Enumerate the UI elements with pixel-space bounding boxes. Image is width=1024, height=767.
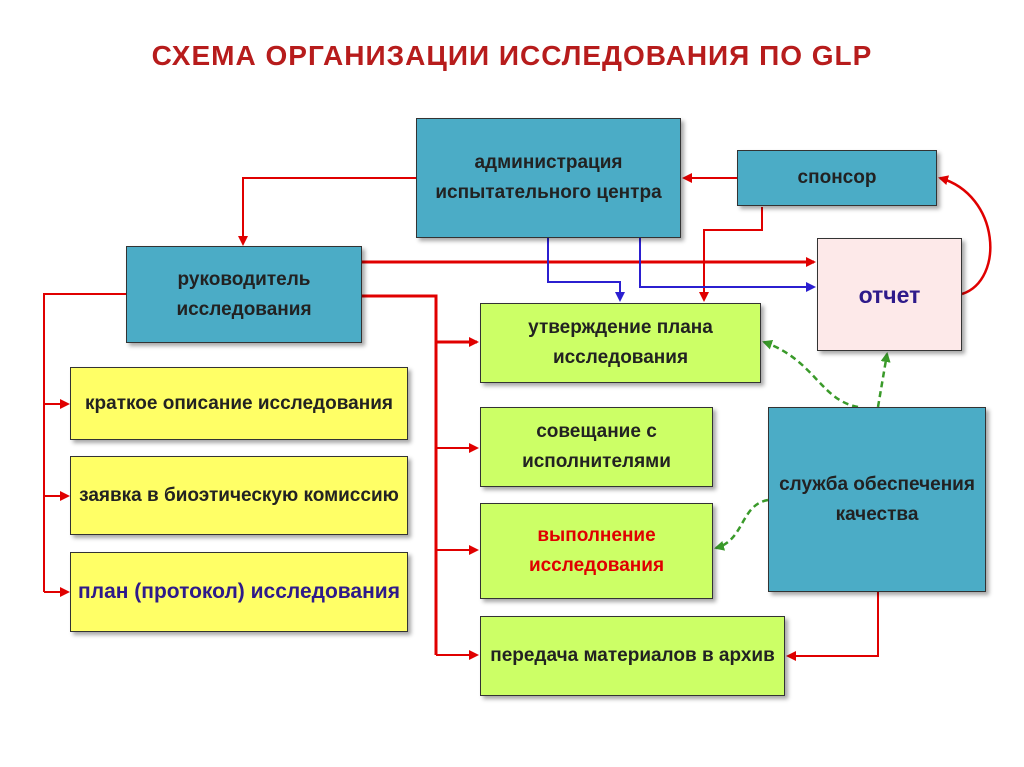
node-report: отчет <box>817 238 962 351</box>
node-head-label: руководитель исследования <box>176 268 312 320</box>
node-execution: выполнение исследования <box>480 503 713 599</box>
arrow-qa-to-report <box>876 352 891 408</box>
node-summary-label: краткое описание исследования <box>85 392 393 414</box>
node-archive-label: передача материалов в архив <box>490 645 775 666</box>
node-meeting: совещание с исполнителями <box>480 407 713 487</box>
node-qa: служба обеспечения качества <box>768 407 986 592</box>
arrow-qa-to-approval <box>762 339 859 409</box>
diagram-title: СХЕМА ОРГАНИЗАЦИИ ИССЛЕДОВАНИЯ ПО GLP <box>151 40 873 71</box>
arrow-admin-to-approval <box>547 238 625 302</box>
node-protocol-label: план (протокол) исследования <box>78 580 400 603</box>
node-admin-label: администрация испытательного центра <box>435 152 662 203</box>
arrow-qa-to-execution <box>714 498 769 551</box>
arrow-qa-to-archive <box>786 592 879 661</box>
arrow-sponsor-to-approval <box>699 207 763 302</box>
node-report-label: отчет <box>858 281 921 308</box>
node-summary: краткое описание исследования <box>70 367 408 440</box>
node-meeting-label: совещание с исполнителями <box>522 421 671 472</box>
arrow-head-branch-left <box>43 293 126 592</box>
node-bioethics: заявка в биоэтическую комиссию <box>70 456 408 535</box>
node-approval-label: утверждение плана исследования <box>528 317 713 368</box>
node-protocol: план (протокол) исследования <box>70 552 408 632</box>
node-sponsor-label: спонсор <box>797 167 877 188</box>
node-bioethics-label: заявка в биоэтическую комиссию <box>79 484 399 506</box>
arrow-admin-to-report <box>639 238 816 292</box>
node-admin: администрация испытательного центра <box>416 118 681 238</box>
node-sponsor: спонсор <box>737 150 937 206</box>
node-approval: утверждение плана исследования <box>480 303 761 383</box>
arrow-report-to-sponsor <box>938 175 992 296</box>
node-archive: передача материалов в архив <box>480 616 785 696</box>
arrow-admin-to-head <box>238 177 417 246</box>
node-execution-label: выполнение исследования <box>528 525 665 576</box>
node-head: руководитель исследования <box>126 246 362 343</box>
node-qa-label: служба обеспечения качества <box>779 473 975 525</box>
arrow-head-branch-right <box>362 294 438 655</box>
